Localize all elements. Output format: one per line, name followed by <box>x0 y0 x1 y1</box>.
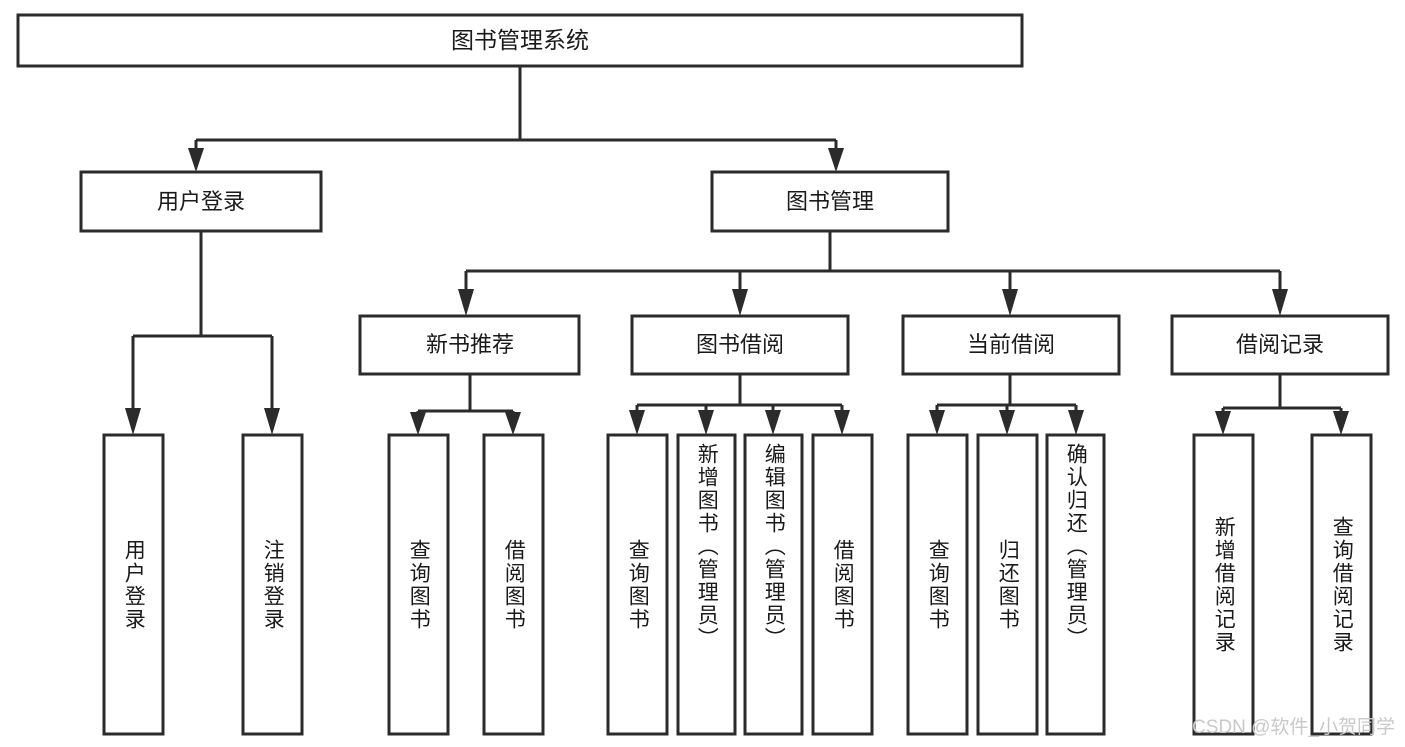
arrowhead-leaf-rec-query-record <box>1333 411 1349 435</box>
node-root[interactable]: 图书管理系统 <box>16 13 1024 68</box>
node-user-login-box[interactable] <box>79 170 323 233</box>
arrowhead-leaf-borrow-add-book <box>698 410 714 435</box>
node-borrow-record-box[interactable] <box>1170 314 1390 376</box>
csdn-watermark: CSDN @软件_小贺同学 <box>1192 717 1395 738</box>
node-root-box[interactable] <box>16 13 1024 68</box>
arrowhead-borrow-record <box>1272 289 1288 316</box>
arrowhead-leaf-borrow-query-book <box>629 410 645 435</box>
node-book-borrow-box[interactable] <box>630 314 850 376</box>
arrowhead-leaf-cur-query-book <box>929 410 945 435</box>
connector-group-book-borrow <box>629 374 850 435</box>
arrowhead-leaf-user-login <box>125 408 141 435</box>
node-book-manage[interactable]: 图书管理 <box>710 170 950 233</box>
arrowhead-book-manage <box>828 148 844 172</box>
leaf-box-rec-query-book[interactable] <box>387 433 450 736</box>
leaf-box-cur-confirm-return[interactable] <box>1045 433 1106 736</box>
connector-group-user-login <box>125 231 280 435</box>
arrowhead-leaf-user-logout <box>264 408 280 435</box>
node-user-login[interactable]: 用户登录 <box>79 170 323 233</box>
leaf-box-user-login[interactable] <box>102 433 165 736</box>
connector-group-current-borrow <box>929 374 1084 435</box>
node-current-borrow-label: 当前借阅 <box>967 332 1055 357</box>
arrowhead-new-book-rec <box>458 289 474 316</box>
connector-group-new-book-rec <box>410 374 521 435</box>
leaf-box-borrow-edit-book[interactable] <box>743 433 804 736</box>
arrowhead-leaf-rec-borrow-book <box>505 412 521 435</box>
arrowhead-book-borrow <box>732 289 748 316</box>
leaf-box-borrow-query-book[interactable] <box>606 433 669 736</box>
node-user-login-label: 用户登录 <box>157 189 245 214</box>
node-new-book-rec-box[interactable] <box>358 314 581 376</box>
node-borrow-record[interactable]: 借阅记录 <box>1170 314 1390 376</box>
connector-group-borrow-record <box>1215 374 1349 435</box>
node-root-label: 图书管理系统 <box>451 27 589 53</box>
leaf-boxes <box>102 433 1373 736</box>
leaf-box-rec-add-record[interactable] <box>1192 433 1255 736</box>
arrowhead-leaf-borrow-borrow-book <box>834 410 850 435</box>
arrowhead-leaf-rec-query-book <box>410 412 426 435</box>
connector-group-root <box>188 66 844 172</box>
node-current-borrow-box[interactable] <box>901 314 1121 376</box>
arrowhead-leaf-rec-add-record <box>1215 411 1231 435</box>
node-current-borrow[interactable]: 当前借阅 <box>901 314 1121 376</box>
leaf-box-rec-query-record[interactable] <box>1310 433 1373 736</box>
arrowhead-leaf-borrow-edit-book <box>765 410 781 435</box>
leaf-box-cur-return-book[interactable] <box>976 433 1039 736</box>
arrowhead-leaf-cur-confirm-return <box>1068 410 1084 435</box>
leaf-box-borrow-add-book[interactable] <box>676 433 737 736</box>
node-book-borrow[interactable]: 图书借阅 <box>630 314 850 376</box>
leaf-box-borrow-borrow-book[interactable] <box>811 433 874 736</box>
leaf-box-cur-query-book[interactable] <box>906 433 969 736</box>
node-new-book-rec-label: 新书推荐 <box>426 332 514 357</box>
node-book-manage-box[interactable] <box>710 170 950 233</box>
connector-group-book-manage <box>458 231 1288 316</box>
node-book-manage-label: 图书管理 <box>786 189 874 214</box>
arrowhead-current-borrow <box>1002 289 1018 316</box>
leaf-box-rec-borrow-book[interactable] <box>482 433 545 736</box>
node-borrow-record-label: 借阅记录 <box>1236 332 1324 357</box>
arrowhead-user-login <box>188 148 204 172</box>
arrowhead-leaf-cur-return-book <box>999 410 1015 435</box>
node-new-book-rec[interactable]: 新书推荐 <box>358 314 581 376</box>
node-book-borrow-label: 图书借阅 <box>696 332 784 357</box>
leaf-box-user-logout[interactable] <box>241 433 304 736</box>
